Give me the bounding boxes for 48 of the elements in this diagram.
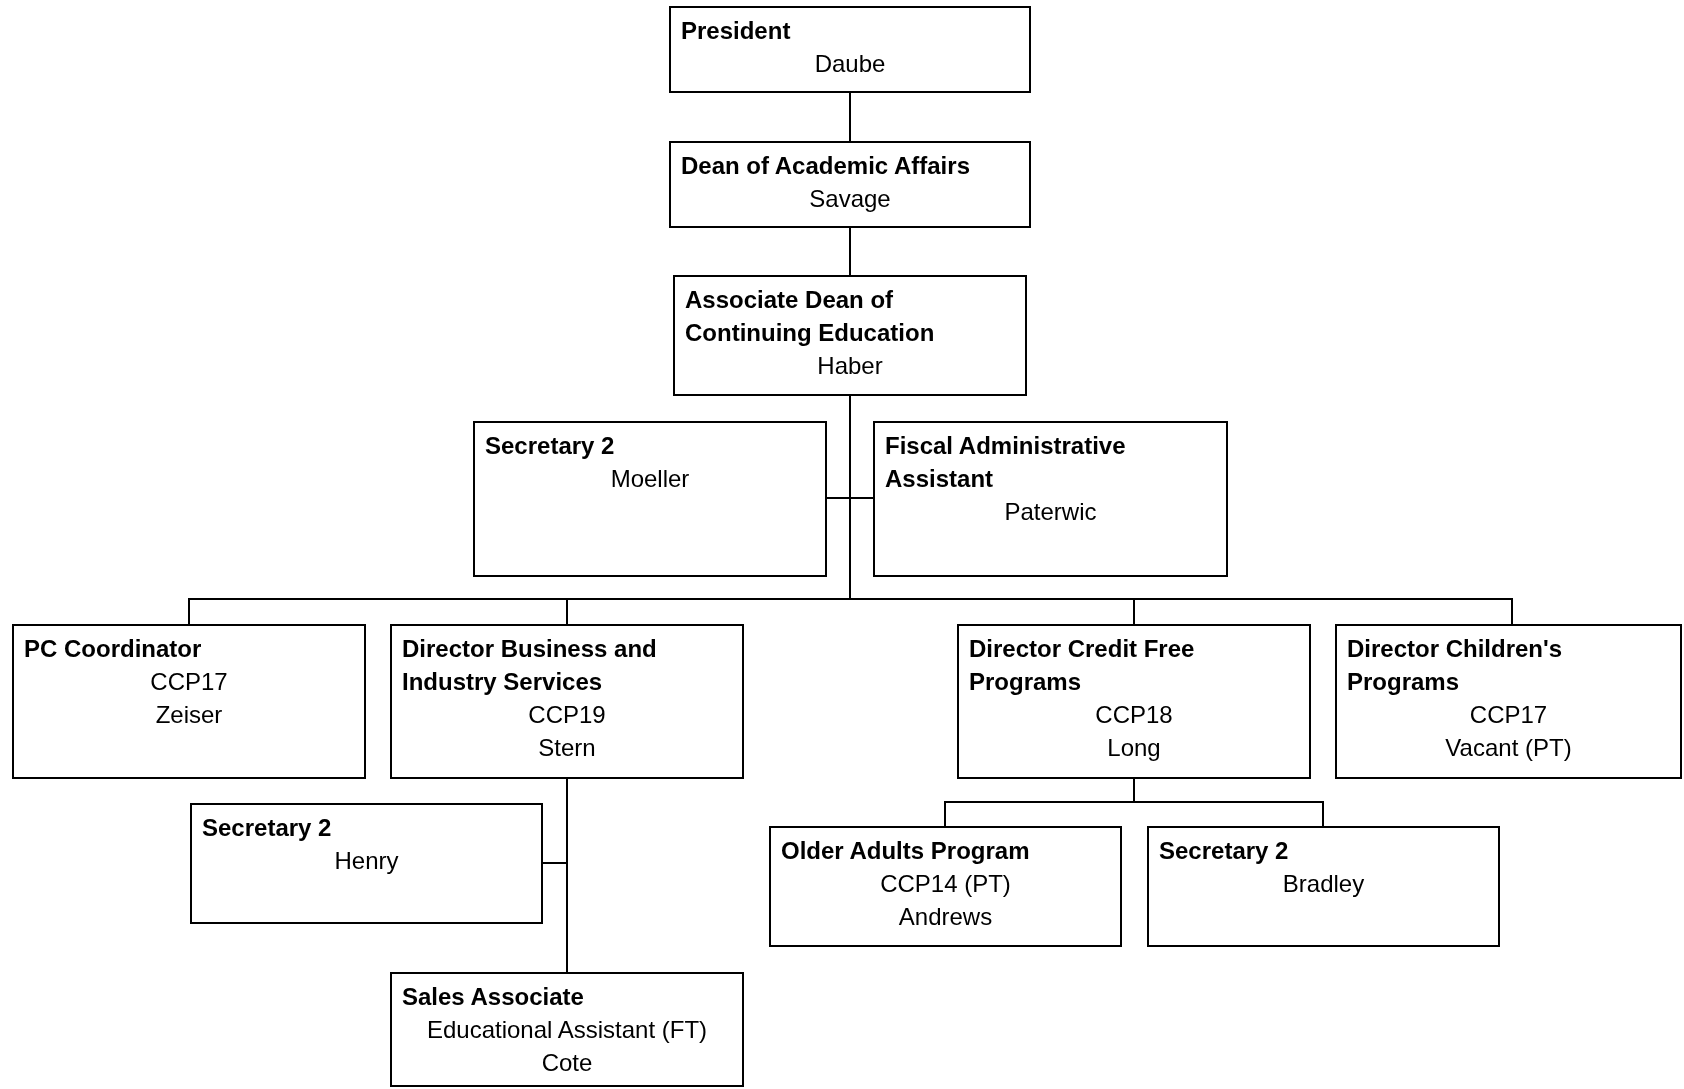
position-box (673, 275, 1027, 396)
position-title: Director Business and Industry Services (402, 634, 658, 697)
position-detail: Educational Assistant (FT) (425, 1015, 709, 1045)
position-detail: Long (1106, 733, 1162, 763)
position-title: Associate Dean of Continuing Education (685, 285, 936, 348)
position-detail: Bradley (1281, 869, 1366, 899)
position-detail: Stern (537, 733, 597, 763)
position-detail: Haber (816, 351, 884, 381)
position-title: Fiscal Administrative Assistant (885, 431, 1127, 494)
position-box (873, 421, 1228, 577)
position-title: Director Children's Programs (1347, 634, 1564, 697)
position-detail: CCP17 (149, 667, 229, 697)
position-detail: CCP19 (527, 700, 607, 730)
position-box (473, 421, 827, 577)
position-title: Sales Associate (402, 982, 585, 1012)
position-detail: Vacant (PT) (1444, 733, 1573, 763)
position-box (390, 972, 744, 1087)
position-title: Director Credit Free Programs (969, 634, 1196, 697)
position-box (190, 803, 543, 924)
position-box (390, 624, 744, 779)
position-title: President (681, 16, 792, 46)
position-detail: Daube (813, 49, 887, 79)
position-title: Secretary 2 (1159, 836, 1290, 866)
position-title: PC Coordinator (24, 634, 203, 664)
position-detail: Andrews (897, 902, 994, 932)
connector-line (566, 778, 568, 973)
position-detail: Savage (808, 184, 892, 214)
position-box (669, 141, 1031, 228)
position-box (12, 624, 366, 779)
connector-line (849, 227, 851, 276)
position-detail: Zeiser (154, 700, 224, 730)
position-detail: CCP17 (1468, 700, 1549, 730)
position-detail: Henry (333, 846, 400, 876)
position-detail: Moeller (609, 464, 691, 494)
position-box (669, 6, 1031, 93)
position-box (957, 624, 1311, 779)
position-title: Secretary 2 (485, 431, 616, 461)
position-title: Secretary 2 (202, 813, 333, 843)
position-detail: Cote (540, 1048, 594, 1078)
position-box (1335, 624, 1682, 779)
connector-line (849, 92, 851, 142)
position-detail: CCP14 (PT) (879, 869, 1012, 899)
position-detail: CCP18 (1094, 700, 1174, 730)
position-title: Older Adults Program (781, 836, 1031, 866)
position-box (769, 826, 1122, 947)
position-title: Dean of Academic Affairs (681, 151, 971, 181)
position-detail: Paterwic (1003, 497, 1098, 527)
position-box (1147, 826, 1500, 947)
